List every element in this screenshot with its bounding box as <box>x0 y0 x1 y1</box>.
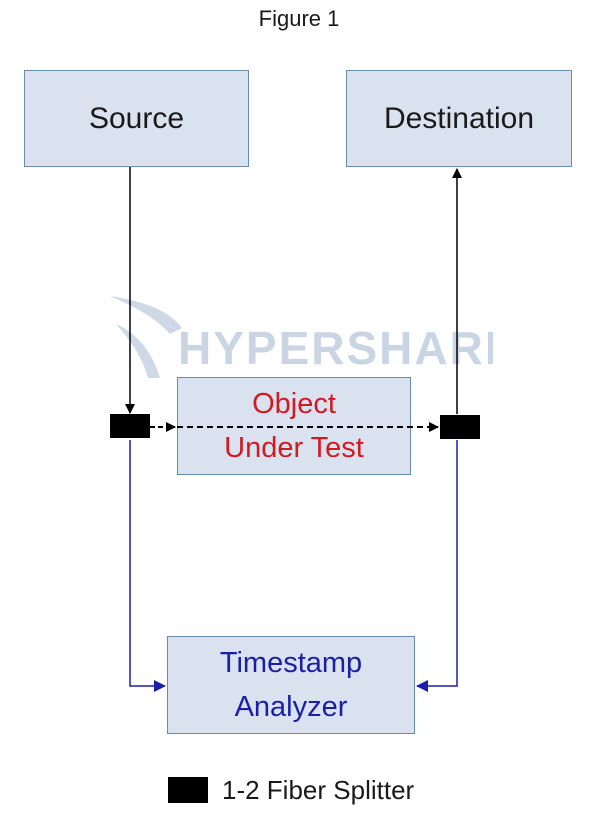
left-tap-to-analyzer-line <box>129 440 166 692</box>
timestamp-analyzer-box: Timestamp Analyzer <box>167 636 415 734</box>
timestamp-analyzer-label-line1: Timestamp <box>219 647 363 679</box>
right-fiber-splitter <box>440 415 480 439</box>
svg-text:HYPERSHARK: HYPERSHARK <box>178 322 493 374</box>
source-box: Source <box>24 70 249 167</box>
legend: 1-2 Fiber Splitter <box>168 774 414 806</box>
destination-box: Destination <box>346 70 572 167</box>
right-tap-to-analyzer-line <box>416 440 458 692</box>
left-fiber-splitter <box>110 414 150 438</box>
source-label: Source <box>88 102 185 135</box>
figure-title: Figure 1 <box>258 6 340 31</box>
timestamp-analyzer-label-line2: Analyzer <box>234 691 348 723</box>
legend-label: 1-2 Fiber Splitter <box>222 774 415 805</box>
object-under-test-label-line2: Under Test <box>224 432 364 464</box>
object-under-test-label-line1: Object <box>252 388 336 420</box>
hypershark-watermark-logo: HYPERSHARK <box>110 296 493 378</box>
fiber-splitter-swatch <box>168 777 208 803</box>
destination-label: Destination <box>383 102 535 135</box>
